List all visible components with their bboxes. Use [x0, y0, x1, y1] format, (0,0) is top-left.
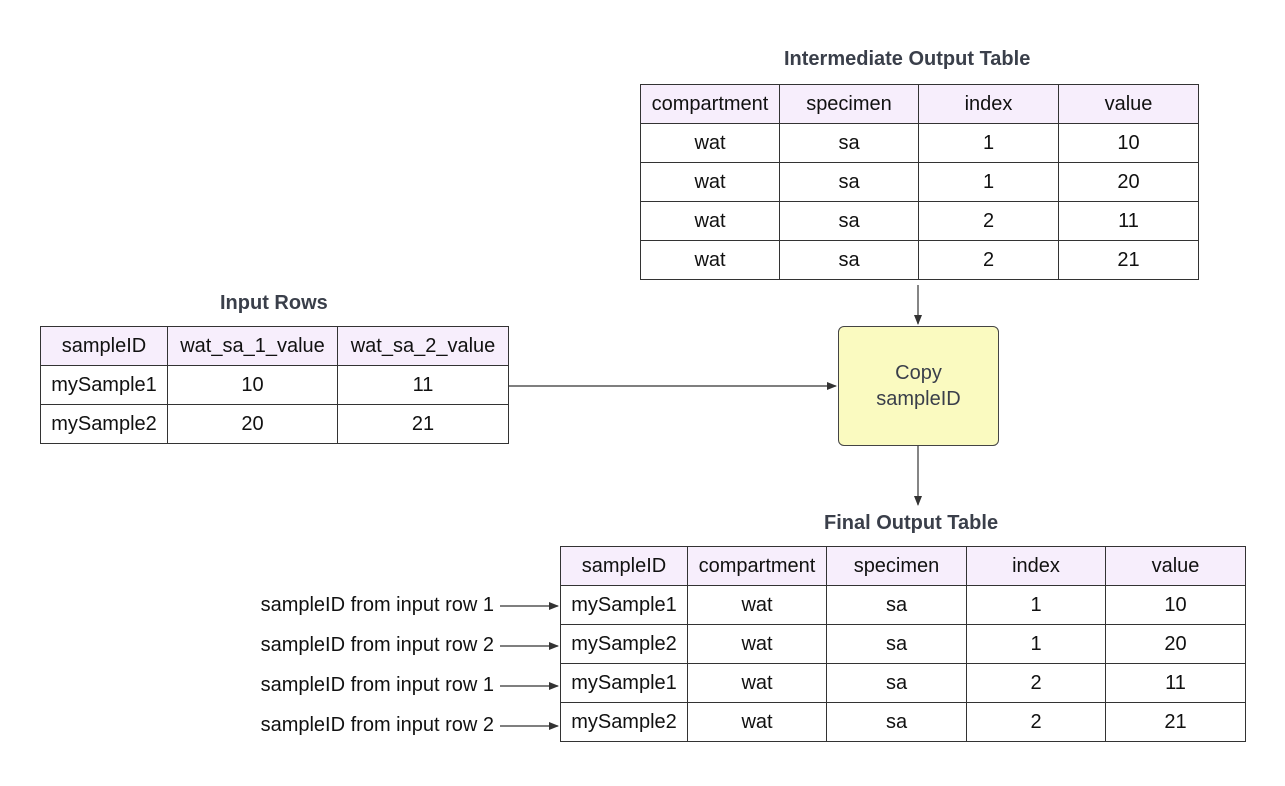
table-cell: 2: [918, 240, 1059, 280]
header-cell: wat_sa_1_value: [167, 326, 338, 366]
input-rows-table: sampleID wat_sa_1_value wat_sa_2_value m…: [40, 326, 509, 444]
table-row: mySample2 wat sa 1 20: [560, 624, 1246, 664]
table-row: wat sa 1 20: [640, 162, 1199, 202]
row-source-label: sampleID from input row 1: [260, 594, 494, 616]
table-cell: 11: [337, 365, 509, 405]
header-cell: sampleID: [560, 546, 688, 586]
header-cell: sampleID: [40, 326, 168, 366]
table-row: mySample1 10 11: [40, 365, 509, 405]
header-cell: compartment: [640, 84, 780, 124]
copy-sampleid-process-box: Copy sampleID: [838, 326, 999, 446]
table-header-row: sampleID compartment specimen index valu…: [560, 546, 1246, 586]
table-cell: 1: [966, 585, 1106, 625]
table-cell: sa: [826, 663, 967, 703]
table-cell: 21: [1105, 702, 1246, 742]
header-cell: value: [1058, 84, 1199, 124]
table-cell: mySample2: [40, 404, 168, 444]
final-table-title: Final Output Table: [824, 512, 999, 534]
table-cell: wat: [640, 201, 780, 241]
table-cell: sa: [779, 201, 919, 241]
table-cell: wat: [687, 624, 827, 664]
table-row: wat sa 2 21: [640, 240, 1199, 280]
table-cell: mySample1: [560, 663, 688, 703]
table-cell: mySample2: [560, 702, 688, 742]
table-header-row: sampleID wat_sa_1_value wat_sa_2_value: [40, 326, 509, 366]
table-header-row: compartment specimen index value: [640, 84, 1199, 124]
table-cell: wat: [640, 162, 780, 202]
table-cell: 20: [167, 404, 338, 444]
table-cell: sa: [779, 240, 919, 280]
process-label-line1: Copy: [895, 362, 942, 384]
table-cell: 10: [1058, 123, 1199, 163]
header-cell: wat_sa_2_value: [337, 326, 509, 366]
table-cell: 1: [918, 162, 1059, 202]
table-cell: 2: [966, 702, 1106, 742]
table-cell: mySample1: [40, 365, 168, 405]
table-row: mySample1 wat sa 2 11: [560, 663, 1246, 703]
process-label-line2: sampleID: [876, 388, 961, 410]
header-cell: index: [918, 84, 1059, 124]
table-row: mySample2 wat sa 2 21: [560, 702, 1246, 742]
table-row: wat sa 1 10: [640, 123, 1199, 163]
header-cell: specimen: [779, 84, 919, 124]
table-row: mySample1 wat sa 1 10: [560, 585, 1246, 625]
table-cell: 2: [966, 663, 1106, 703]
table-row: mySample2 20 21: [40, 404, 509, 444]
table-cell: 11: [1058, 201, 1199, 241]
table-cell: 20: [1058, 162, 1199, 202]
header-cell: specimen: [826, 546, 967, 586]
table-cell: wat: [640, 123, 780, 163]
table-cell: 21: [1058, 240, 1199, 280]
intermediate-table-title: Intermediate Output Table: [784, 48, 1031, 70]
row-source-label: sampleID from input row 2: [260, 714, 494, 736]
row-source-label: sampleID from input row 1: [260, 674, 494, 696]
row-source-label: sampleID from input row 2: [260, 634, 494, 656]
input-rows-title: Input Rows: [220, 292, 328, 314]
intermediate-output-table: compartment specimen index value wat sa …: [640, 84, 1199, 280]
table-cell: wat: [687, 702, 827, 742]
header-cell: index: [966, 546, 1106, 586]
final-output-table: sampleID compartment specimen index valu…: [560, 546, 1246, 742]
table-cell: 11: [1105, 663, 1246, 703]
table-cell: 10: [1105, 585, 1246, 625]
table-row: wat sa 2 11: [640, 201, 1199, 241]
table-cell: 1: [966, 624, 1106, 664]
table-cell: 21: [337, 404, 509, 444]
